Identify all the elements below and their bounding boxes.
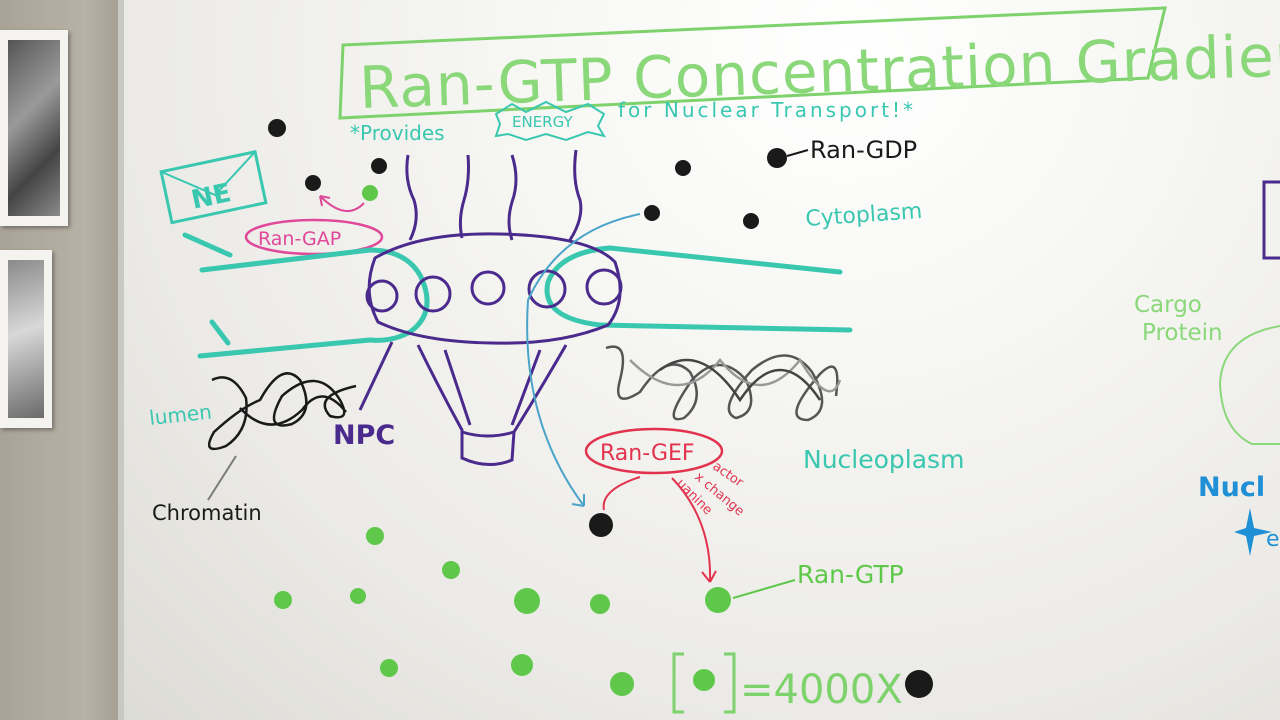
ratio-label: =4000X <box>740 667 903 713</box>
wall-photo-top <box>0 30 68 226</box>
chromatin-pointer <box>207 455 237 501</box>
right-box-partial <box>1262 180 1280 260</box>
ran-gef-arrow <box>602 476 712 583</box>
ratio-bracket-left <box>672 652 684 714</box>
cargo-label-2: Protein <box>1142 320 1223 346</box>
ran-gap-label: Ran-GAP <box>258 228 341 250</box>
ratio-black-dot <box>905 670 933 698</box>
subtitle-suffix: for Nuclear Transport!* <box>618 98 916 122</box>
ratio-bracket-right <box>724 652 736 714</box>
cargo-label-1: Cargo <box>1134 292 1202 318</box>
npc-structure <box>358 149 623 466</box>
chromatin-label: Chromatin <box>152 501 262 525</box>
cargo-circle-partial <box>1218 325 1280 445</box>
npc-label: NPC <box>333 420 395 451</box>
ran-gdp-pointer <box>786 149 809 157</box>
lumen-label: lumen <box>148 400 213 430</box>
ran-gef-oval <box>584 427 724 475</box>
subtitle-energy: ENERGY <box>512 113 573 131</box>
chromatin-right <box>605 345 842 422</box>
subtitle-prefix: *Provides <box>350 121 445 145</box>
nucleoplasm-label: Nucleoplasm <box>803 445 964 474</box>
ran-gdp-dots <box>268 119 787 229</box>
ran-gap-arrow <box>319 195 365 212</box>
e-label-partial: e <box>1266 527 1280 552</box>
chromatin-left <box>207 372 357 451</box>
ne-envelope-icon <box>159 150 268 225</box>
ran-gdp-label: Ran-GDP <box>810 136 917 164</box>
nucleus-black-dot <box>589 513 613 537</box>
nucl-label-partial: Nucl <box>1198 472 1265 503</box>
title-box <box>338 6 1167 120</box>
ran-gef-label: Ran-GEF <box>600 441 695 466</box>
transport-arrow <box>526 213 641 507</box>
blue-star-partial <box>1234 508 1272 556</box>
energy-burst <box>494 100 607 142</box>
ratio-green-dot <box>693 669 715 691</box>
cytoplasm-label: Cytoplasm <box>805 199 923 232</box>
ran-gtp-pointer <box>732 579 796 599</box>
wall-photo-bottom <box>0 250 52 428</box>
ran-gap-oval <box>244 218 384 256</box>
whiteboard <box>118 0 1280 720</box>
ran-gtp-label: Ran-GTP <box>797 560 904 589</box>
cytoplasm-green-dot <box>362 185 378 201</box>
nuclear-envelope <box>182 232 853 359</box>
ran-gtp-dots <box>274 527 731 696</box>
